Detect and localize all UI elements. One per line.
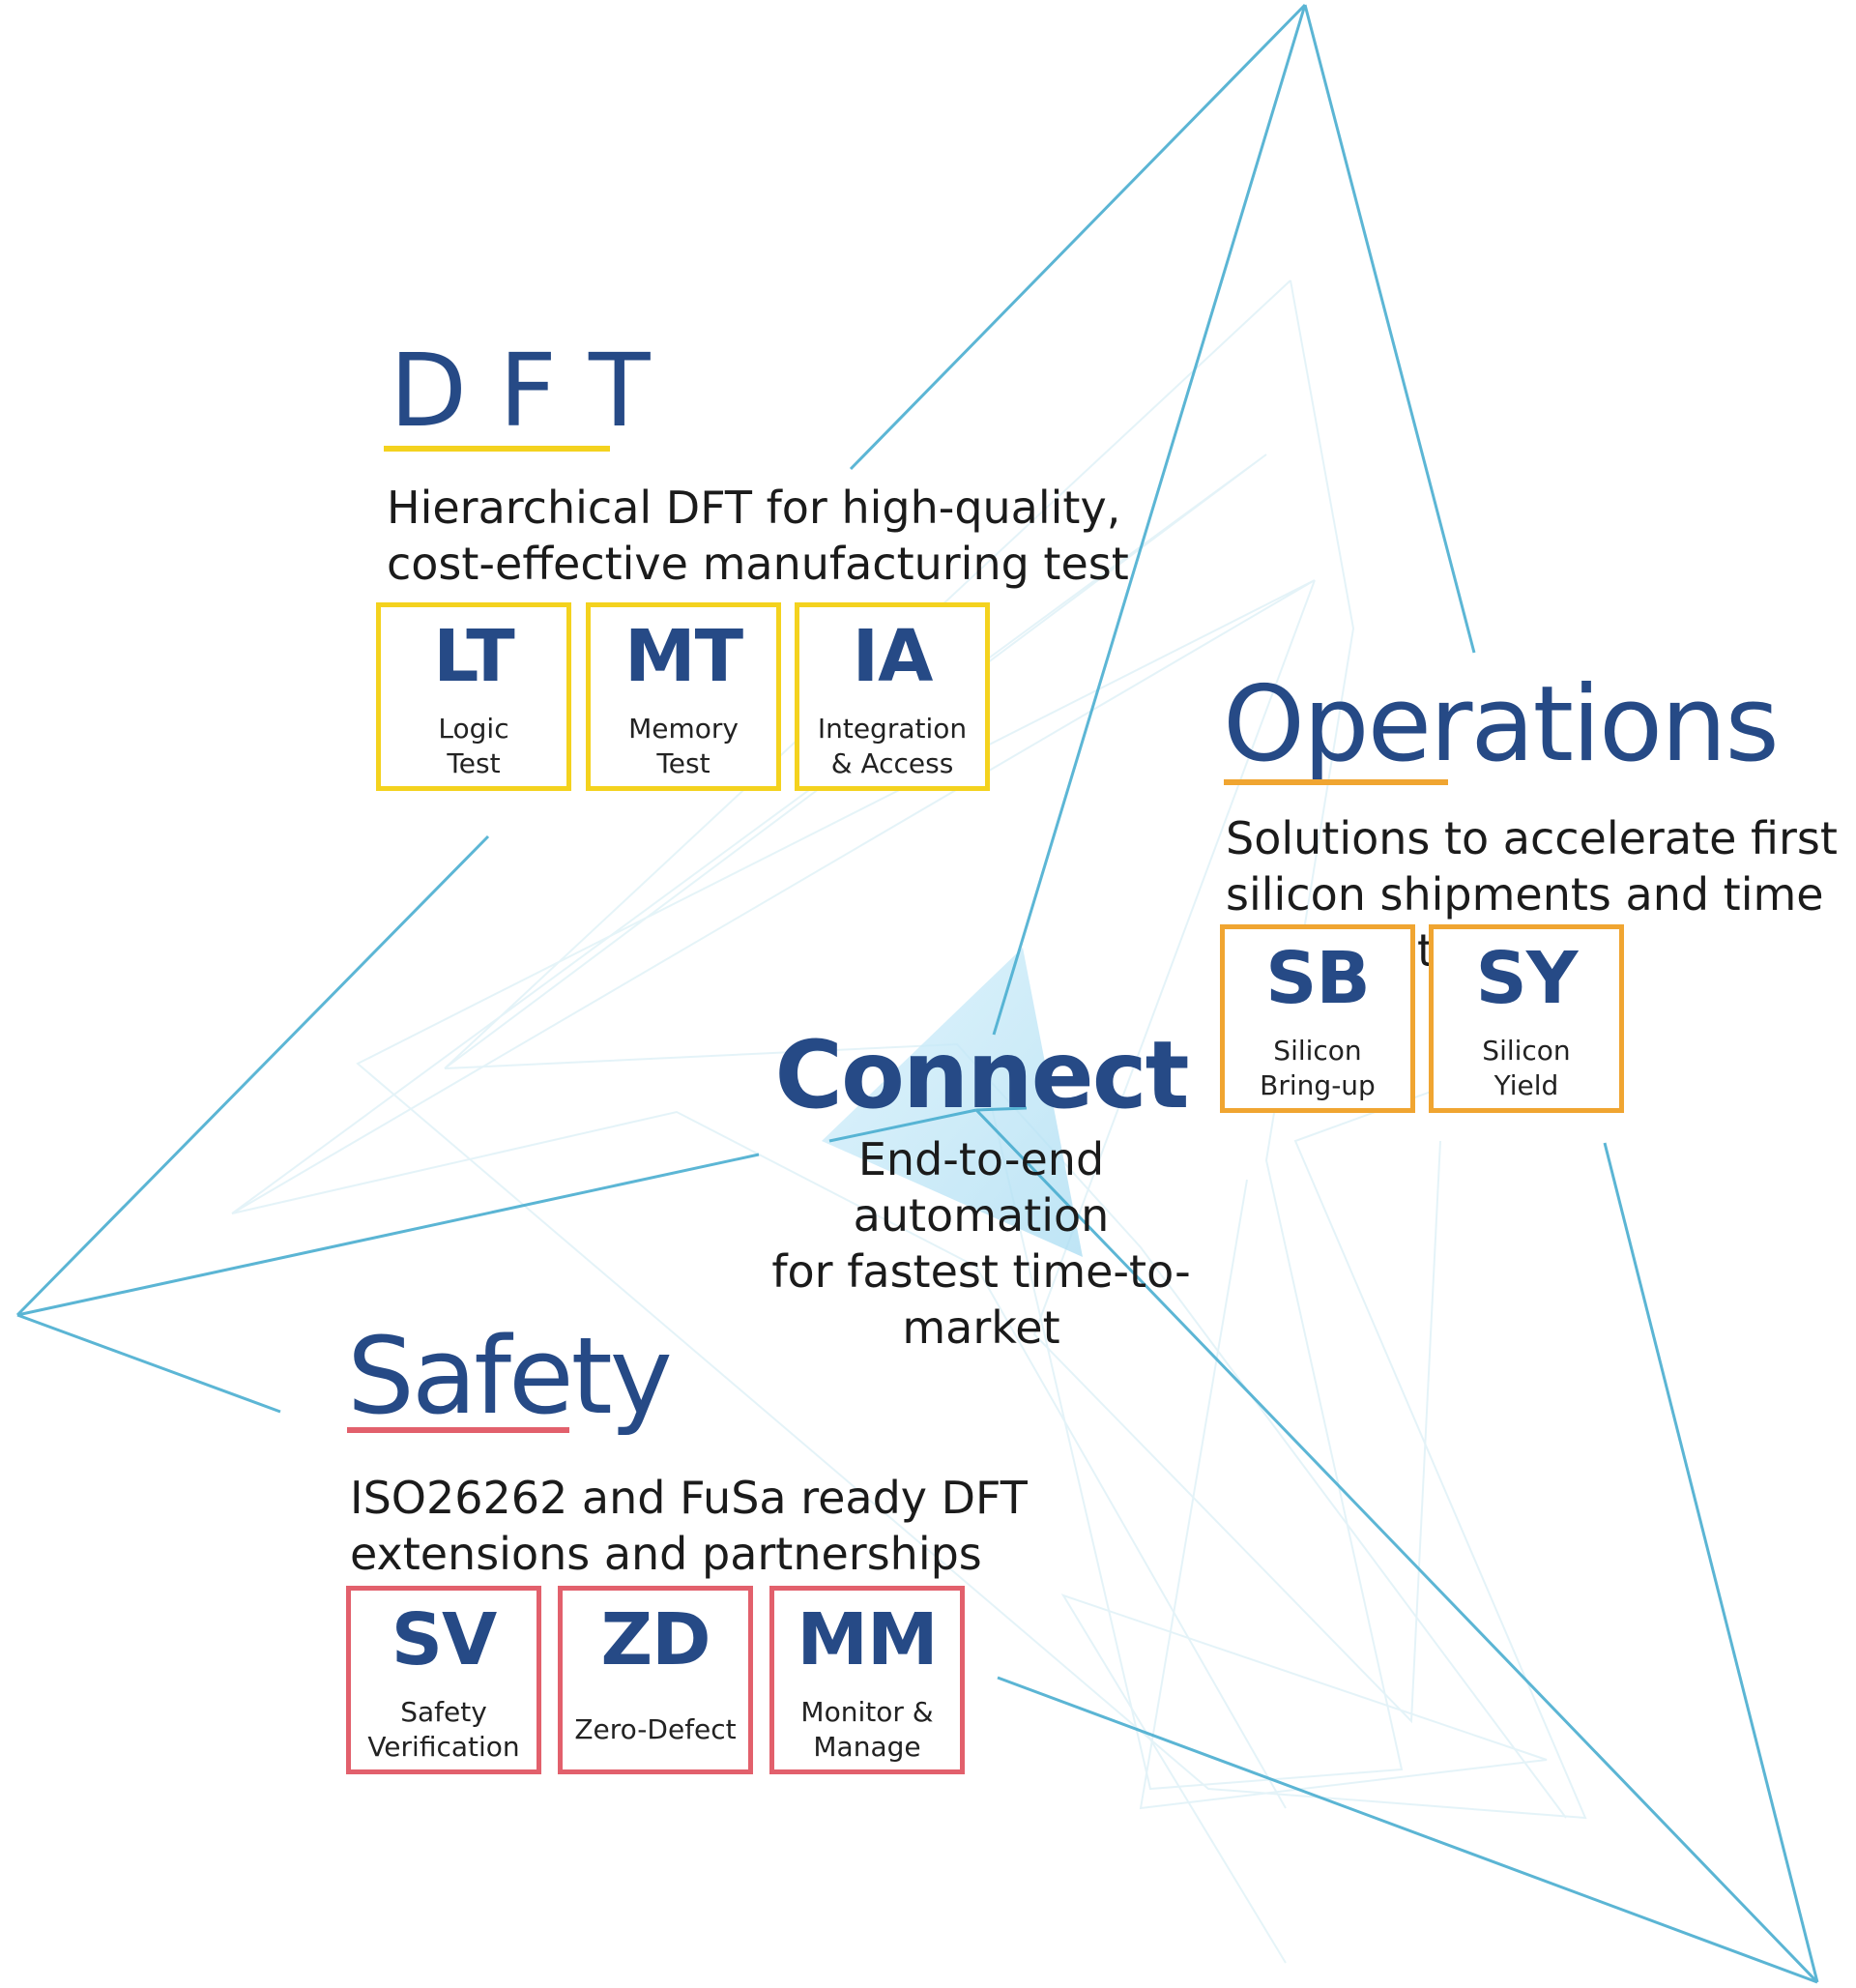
tile-zero-defect[interactable]: ZD Zero-Defect xyxy=(558,1586,753,1774)
tile-integration-access[interactable]: IA Integration& Access xyxy=(795,602,990,791)
tile-abbr: MT xyxy=(624,615,743,698)
tile-abbr: ZD xyxy=(600,1598,710,1681)
operations-title: Operations xyxy=(1223,664,1780,785)
tile-abbr: IA xyxy=(852,615,934,698)
connect-description: End-to-end automation for fastest time-t… xyxy=(771,1133,1191,1354)
dft-title: D F T xyxy=(390,332,651,450)
tile-label: Integration& Access xyxy=(817,713,968,779)
connect-glow xyxy=(822,948,1083,1257)
safety-description: ISO26262 and FuSa ready DFT extensions a… xyxy=(350,1472,1028,1580)
main-lines xyxy=(15,3,1819,1984)
tile-abbr: SY xyxy=(1475,937,1579,1020)
tile-label: Zero-Defect xyxy=(574,1713,737,1745)
safety-title-underline xyxy=(347,1427,569,1433)
connect-title: Connect xyxy=(774,1021,1190,1129)
tile-label: Monitor &Manage xyxy=(800,1696,934,1763)
safety-title: Safety xyxy=(347,1314,673,1438)
tile-abbr: LT xyxy=(433,615,514,698)
tile-abbr: MM xyxy=(797,1598,938,1681)
operations-description: Solutions to accelerate first silicon sh… xyxy=(1226,812,1838,977)
dft-description: Hierarchical DFT for high-quality, cost-… xyxy=(387,482,1129,590)
operations-title-underline xyxy=(1224,779,1448,785)
tile-abbr: SB xyxy=(1265,937,1371,1020)
tile-abbr: SV xyxy=(391,1598,498,1681)
dft-title-underline xyxy=(384,446,610,452)
tile-monitor-manage[interactable]: MM Monitor &Manage xyxy=(769,1586,965,1774)
